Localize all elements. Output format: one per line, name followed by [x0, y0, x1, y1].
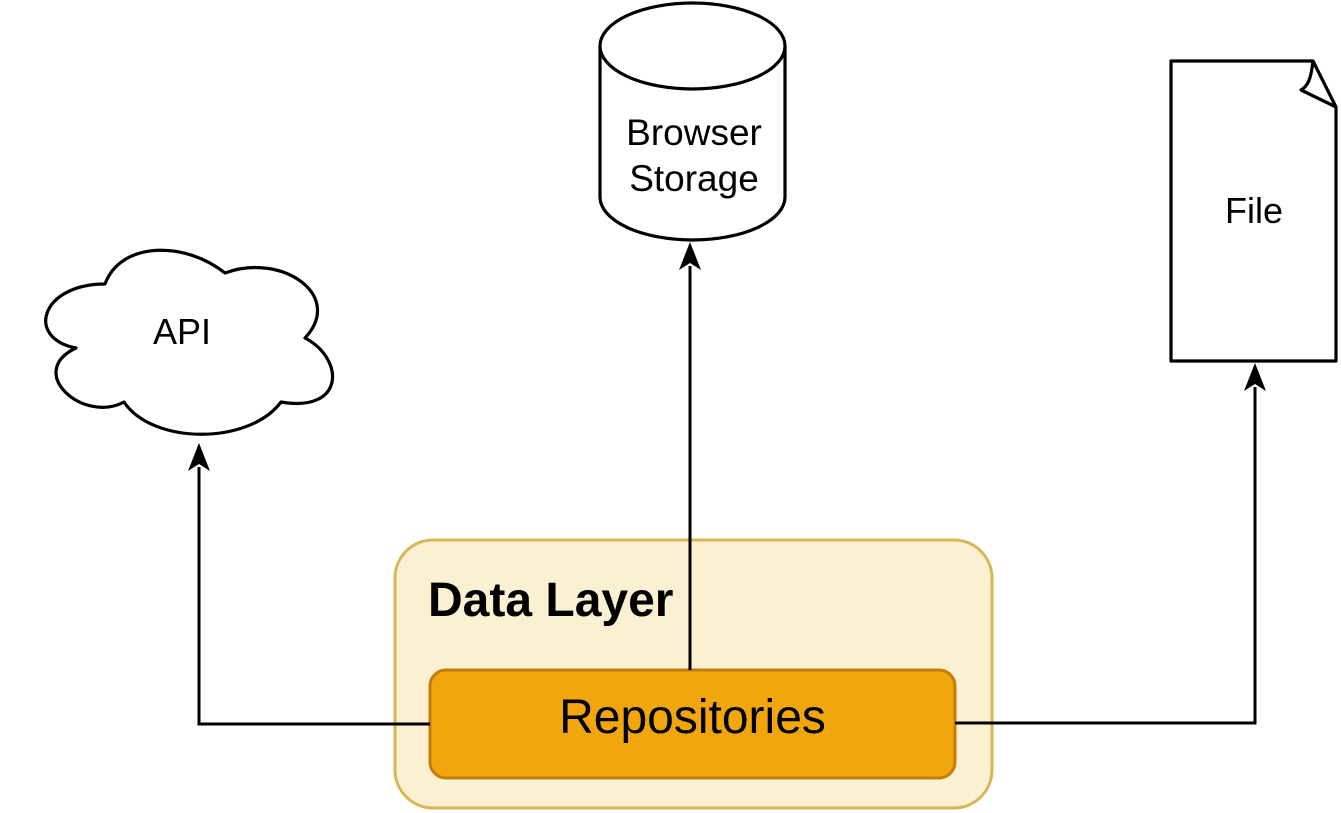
- edge-repositories-to-file: [955, 363, 1266, 725]
- data-layer-title: Data Layer: [428, 574, 674, 627]
- file-document-shape: [1169, 59, 1338, 363]
- cylinder-body: [598, 46, 787, 242]
- arrowhead-up-icon: [679, 242, 701, 270]
- file-outline: [1169, 59, 1338, 363]
- cylinder-top: [598, 1, 787, 91]
- edge-line: [955, 387, 1257, 725]
- arrowhead-up-icon: [1244, 363, 1266, 391]
- edge-repositories-to-browser-storage: [679, 242, 701, 670]
- api-cloud-shape: [44, 248, 335, 436]
- repositories-node-label: Repositories: [559, 691, 826, 744]
- edge-repositories-to-api: [188, 443, 430, 726]
- file-fold-corner: [1299, 60, 1337, 109]
- file-node-label: File: [1224, 190, 1283, 231]
- arrowhead-up-icon: [188, 443, 210, 471]
- edge-line: [197, 467, 430, 726]
- browser-storage-cylinder-shape: [598, 1, 787, 242]
- api-node-label: API: [152, 311, 212, 352]
- browser-storage-node-label: Browser Storage: [626, 112, 762, 199]
